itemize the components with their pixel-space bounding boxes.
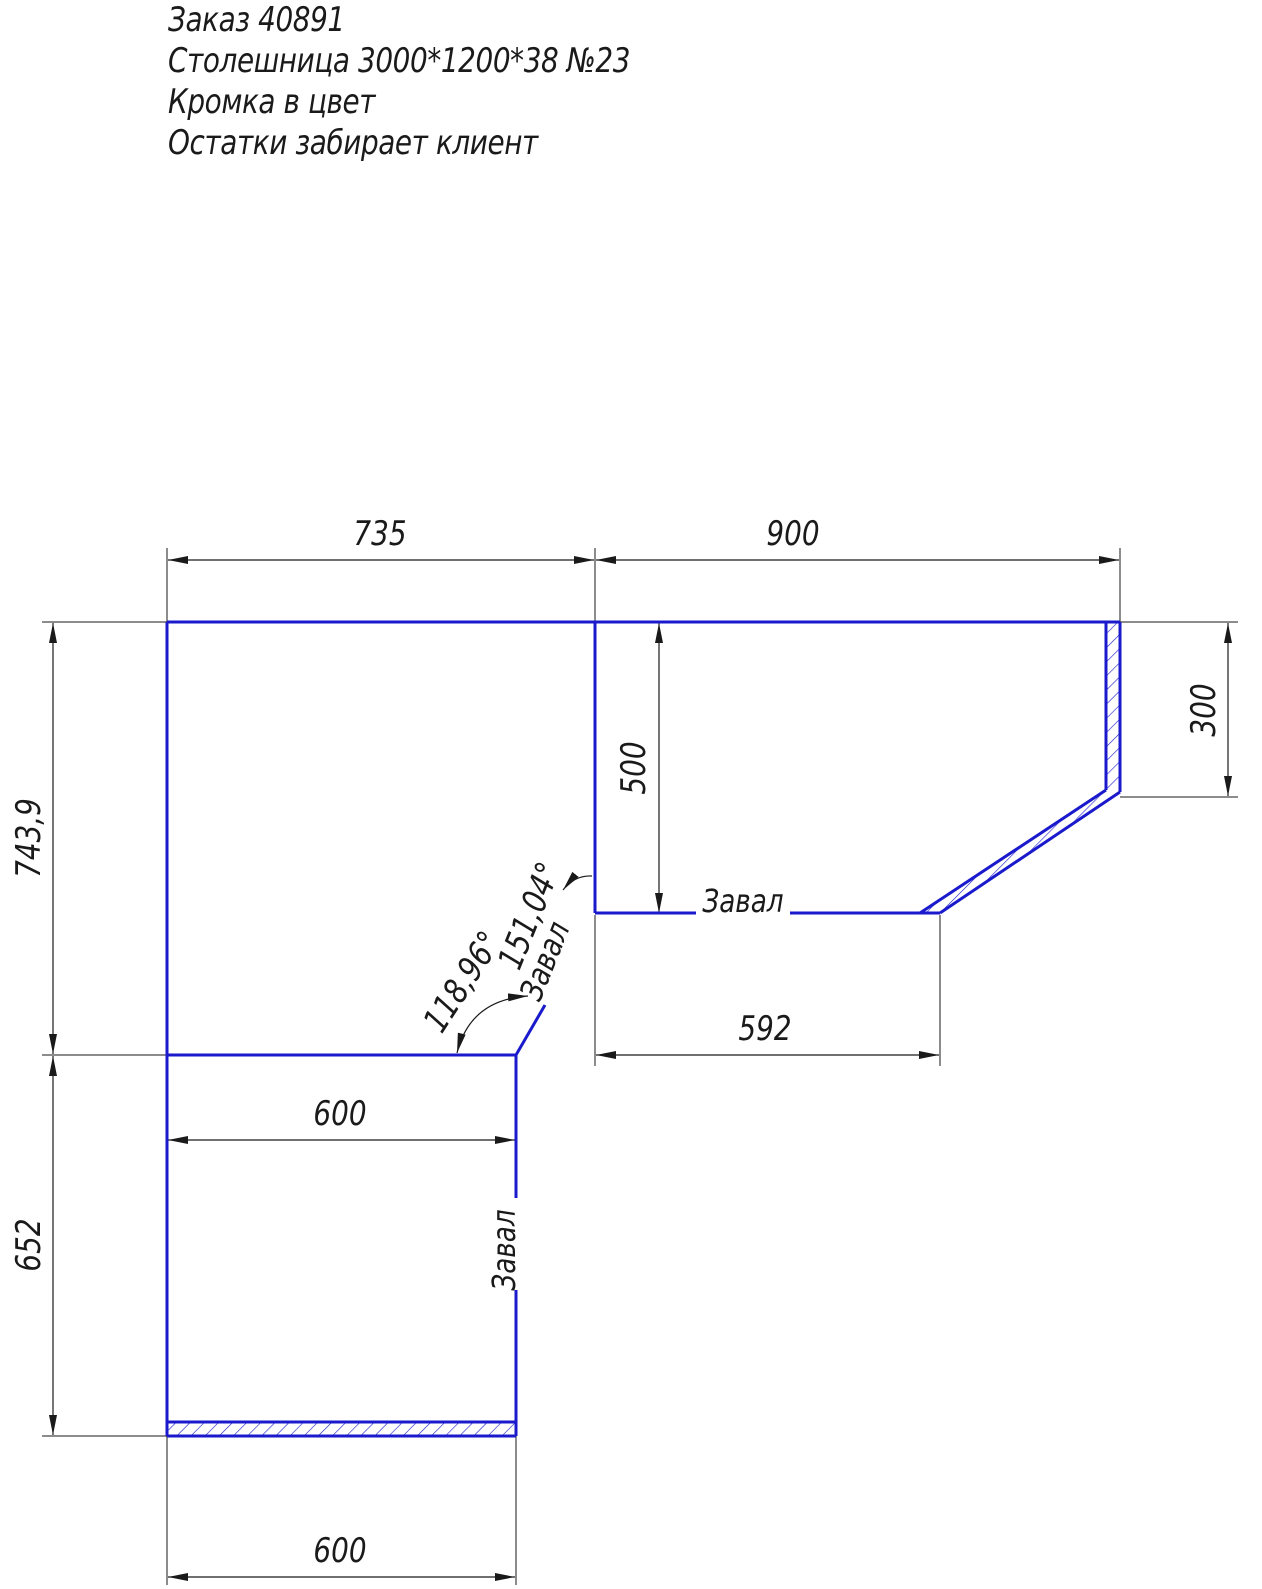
countertop-spec: Столешница 3000*1200*38 №23 bbox=[168, 41, 631, 81]
remains-note: Остатки забирает клиент bbox=[168, 123, 538, 163]
countertop-outline bbox=[165, 620, 1122, 1438]
edge-label-inner: Завал bbox=[702, 882, 783, 919]
dim-600-inner: 600 bbox=[313, 1094, 366, 1133]
dim-735: 735 bbox=[353, 514, 406, 553]
dim-300: 300 bbox=[1184, 683, 1223, 736]
order-number: Заказ 40891 bbox=[168, 0, 345, 40]
edge-spec: Кромка в цвет bbox=[168, 82, 376, 122]
hatch-bottom-edge bbox=[168, 1422, 515, 1435]
extension-lines bbox=[42, 548, 1238, 1585]
dim-600-bottom: 600 bbox=[313, 1531, 366, 1570]
dim-500: 500 bbox=[614, 741, 653, 794]
angle-lower-label: 118,96° bbox=[416, 925, 510, 1040]
dim-7439: 743,9 bbox=[9, 798, 48, 878]
hatch-right-edge bbox=[1106, 623, 1119, 790]
dim-900: 900 bbox=[766, 514, 819, 553]
edge-label-leg: Завал bbox=[485, 1209, 522, 1290]
angle-arc-lower bbox=[456, 993, 529, 1054]
hatch-diagonal-edge bbox=[920, 790, 1119, 913]
angle-arc-upper bbox=[562, 871, 593, 891]
dim-652: 652 bbox=[9, 1218, 48, 1271]
dim-592: 592 bbox=[738, 1009, 791, 1048]
dimension-lines bbox=[49, 556, 1232, 1581]
order-notes: Заказ 40891 Столешница 3000*1200*38 №23 … bbox=[168, 0, 630, 164]
